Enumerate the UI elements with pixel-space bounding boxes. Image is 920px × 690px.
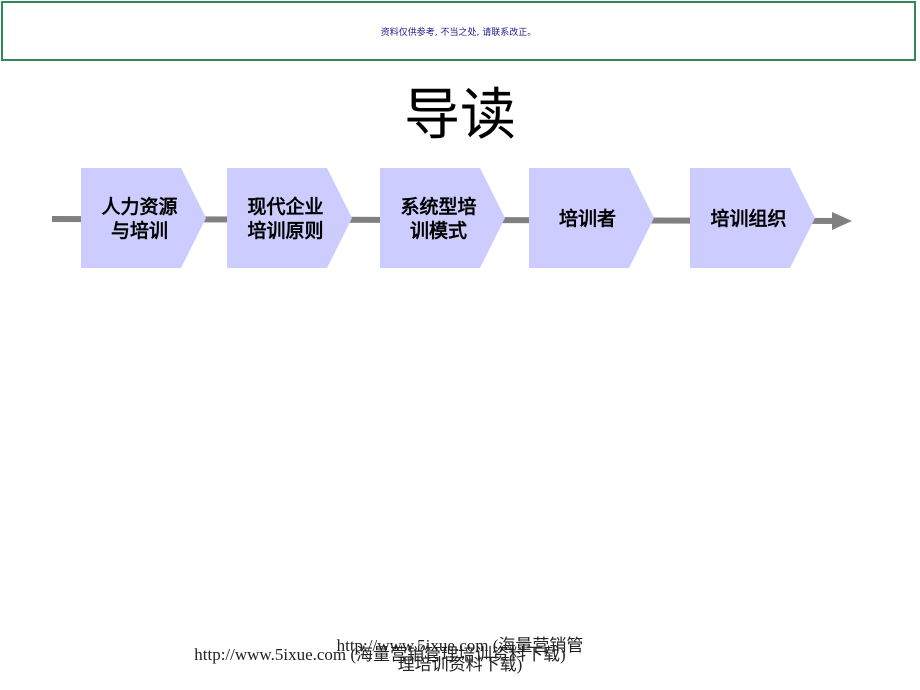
flow-step-label: 与培训 [111, 219, 168, 242]
page-title: 导读 [404, 83, 516, 148]
disclaimer-text: 资料仅供参考, 不当之处, 请联系改正。 [380, 27, 537, 38]
flow-step-label: 训模式 [410, 219, 467, 242]
footer-watermark-a-line2: 理培训资料下载) [397, 655, 523, 674]
flow-step-label: 系统型培 [400, 195, 476, 218]
flow-step-label: 现代企业 [247, 195, 323, 218]
flow-step-label: 培训者 [559, 207, 616, 230]
flow-step-label: 培训原则 [247, 219, 323, 242]
flow-step-shape [227, 168, 352, 268]
flow-step-shape [690, 168, 815, 268]
flow-step-shape [380, 168, 505, 268]
flow-step-shape [529, 168, 654, 268]
footer-watermark-b-text: http://www.5ixue.com (海量营销管理培训资料下载) [194, 645, 566, 664]
footer-watermark-a-line1: http://www.5ixue.com (海量营销管 [336, 636, 584, 655]
footer-watermark-a: http://www.5ixue.com (海量营销管 理培训资料下载) [0, 636, 920, 674]
disclaimer-banner: 资料仅供参考, 不当之处, 请联系改正。 [1, 1, 916, 61]
flow-step-label: 培训组织 [710, 207, 786, 230]
flow-step-shape [81, 168, 206, 268]
footer-watermark-b: http://www.5ixue.com (海量营销管理培训资料下载) [0, 645, 840, 664]
flow-arrowhead-icon [832, 212, 852, 230]
flow-step-label: 人力资源 [101, 195, 177, 218]
